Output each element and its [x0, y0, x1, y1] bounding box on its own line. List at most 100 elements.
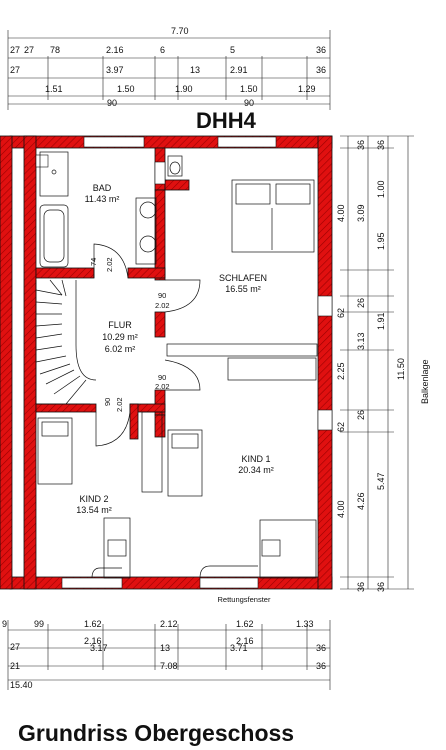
room-area-flur-2: 6.02 m²	[105, 344, 136, 354]
bed-kind1	[167, 429, 203, 497]
dim-top-r1-3: 78	[50, 45, 60, 55]
cabinet	[141, 411, 163, 493]
dim-top-r1-5: 2.16	[106, 45, 124, 55]
room-name-kind2: KIND 2	[79, 494, 108, 504]
dim-right-f3: 4.00	[336, 500, 346, 518]
note-balkenlage: Balkenlage	[420, 359, 430, 404]
dim-right-g2: 36	[376, 582, 386, 592]
dim-right-d0: 2.25	[336, 362, 346, 380]
room-labels: BAD 11.43 m² SCHLAFEN 16.55 m² FLUR 10.2…	[76, 183, 274, 604]
bathtub	[39, 204, 69, 268]
dim-right-b5: 1.00	[376, 180, 386, 198]
toilet	[167, 155, 183, 177]
dim-top-r2-7: 2.91	[230, 65, 248, 75]
top-dimension-lines	[7, 30, 331, 110]
dim-right-e3: 26	[356, 410, 366, 420]
desk-kind1	[259, 519, 317, 579]
door-label-kind2: 90	[103, 398, 112, 406]
dim-bottom-r2-11: 2.16	[84, 636, 102, 646]
dim-top-r1-1: 27	[24, 45, 34, 55]
dim-right-a2: 36	[376, 140, 386, 150]
dim-right-a0: 36	[356, 140, 366, 150]
dim-bottom-r3-0: 21	[10, 661, 20, 671]
double-bed	[231, 179, 315, 253]
dim-top-r3-3: 1.50	[240, 84, 258, 94]
room-name-schlafen: SCHLAFEN	[219, 273, 267, 283]
dim-bottom-r2-12: 2.16	[236, 636, 254, 646]
dim-top-r2-5: 13	[190, 65, 200, 75]
dim-bottom-r2-3: 3.17	[90, 643, 108, 653]
dim-right-c3: 26	[356, 298, 366, 308]
dim-top-r3-2: 1.90	[175, 84, 193, 94]
room-name-flur: FLUR	[108, 320, 132, 330]
house-title: DHH4	[196, 108, 256, 133]
wardrobe	[166, 343, 318, 357]
plan-caption: Grundriss Obergeschoss	[18, 720, 295, 746]
room-name-kind1: KIND 1	[241, 454, 270, 464]
desk-kind2	[103, 517, 131, 579]
dim-top-r2-3: 3.97	[106, 65, 124, 75]
dim-bottom-r2-7: 3.71	[230, 643, 248, 653]
dim-top-r3-0: 1.51	[45, 84, 63, 94]
dim-bottom-r1-8: 1.62	[236, 619, 254, 629]
dim-top-r1-7: 6	[160, 45, 165, 55]
door-label-kind1: 90	[158, 373, 166, 382]
staircase	[35, 279, 97, 405]
dim-top-r1-0: 27	[10, 45, 20, 55]
dim-top-r1-10: 36	[316, 45, 326, 55]
dim-bottom-r2-0: 27	[10, 642, 20, 652]
dim-bottom-r2-9: 36	[316, 643, 326, 653]
dim-top-r3-1: 1.50	[117, 84, 135, 94]
room-area-kind2: 13.54 m²	[76, 505, 112, 515]
door-label-bad-h: 2.02	[105, 257, 114, 272]
dim-top-r2-9: 36	[316, 65, 326, 75]
dim-right-g0: 36	[356, 582, 366, 592]
dim-right-f1: 5.47	[376, 472, 386, 490]
room-area-flur-1: 10.29 m²	[102, 332, 138, 342]
door-swings	[93, 243, 201, 447]
dim-bottom-r1-2: 99	[34, 619, 44, 629]
bottom-dimension-lines	[7, 620, 331, 690]
door-label-schlafen-h: 2.02	[155, 301, 170, 310]
dim-right-e0: 62	[336, 422, 346, 432]
dim-top-r3-4: 1.29	[298, 84, 316, 94]
dim-bottom-r3-5: 36	[316, 661, 326, 671]
dim-right-b0: 4.00	[336, 204, 346, 222]
dim-bottom-r2-5: 13	[160, 643, 170, 653]
dim-bottom-r3-3: 7.08	[160, 661, 178, 671]
dim-bottom-r1-0: 9	[2, 619, 7, 629]
washbasin-1	[139, 201, 157, 219]
windows	[35, 136, 333, 589]
dim-total-width: 7.70	[171, 26, 189, 36]
dim-right-c9: 3.13	[356, 332, 366, 350]
right-dimension-texts: 36 36 4.00 3.09 1.00 1.95 62 26 1.91 3.1…	[336, 140, 430, 592]
right-dimension-lines	[340, 135, 414, 590]
note-rettungsfenster: Rettungsfenster	[218, 595, 271, 604]
bathroom-fixtures	[39, 151, 183, 268]
dim-bottom-r1-4: 1.62	[84, 619, 102, 629]
washbasin-2	[139, 235, 157, 253]
dim-bottom-r1-10: 1.33	[296, 619, 314, 629]
room-area-bad: 11.43 m²	[85, 194, 120, 204]
furniture	[37, 179, 318, 579]
dim-top-r1-9: 5	[230, 45, 235, 55]
dim-right-b1: 3.09	[356, 204, 366, 222]
room-area-schlafen: 16.55 m²	[225, 284, 261, 294]
dim-right-d1: 11.50	[396, 358, 406, 380]
door-label-bad: 74	[89, 258, 98, 266]
dim-right-c7: 1.91	[376, 312, 386, 330]
dim-top-r3b-2: 90	[244, 98, 254, 108]
dim-top-r2-0: 27	[10, 65, 20, 75]
door-label-kind1-h: 2.02	[155, 382, 170, 391]
bed-kind2	[37, 417, 73, 485]
room-area-kind1: 20.34 m²	[238, 465, 274, 475]
top-dimension-texts: 7.70 27 27 78 2.16 6 5 36 27 3.97 13 2.9…	[10, 26, 326, 108]
bottom-dimension-texts: 9 99 1.62 2.12 1.62 1.33 27 2.16 3.17 13…	[2, 619, 326, 690]
dim-top-r3b-0: 90	[107, 98, 117, 108]
dim-right-f0: 4.26	[356, 492, 366, 510]
room-name-bad: BAD	[93, 183, 112, 193]
dim-right-b6: 1.95	[376, 232, 386, 250]
door-label-kind2-h: 2.02	[115, 397, 124, 412]
dim-right-c0: 62	[336, 308, 346, 318]
